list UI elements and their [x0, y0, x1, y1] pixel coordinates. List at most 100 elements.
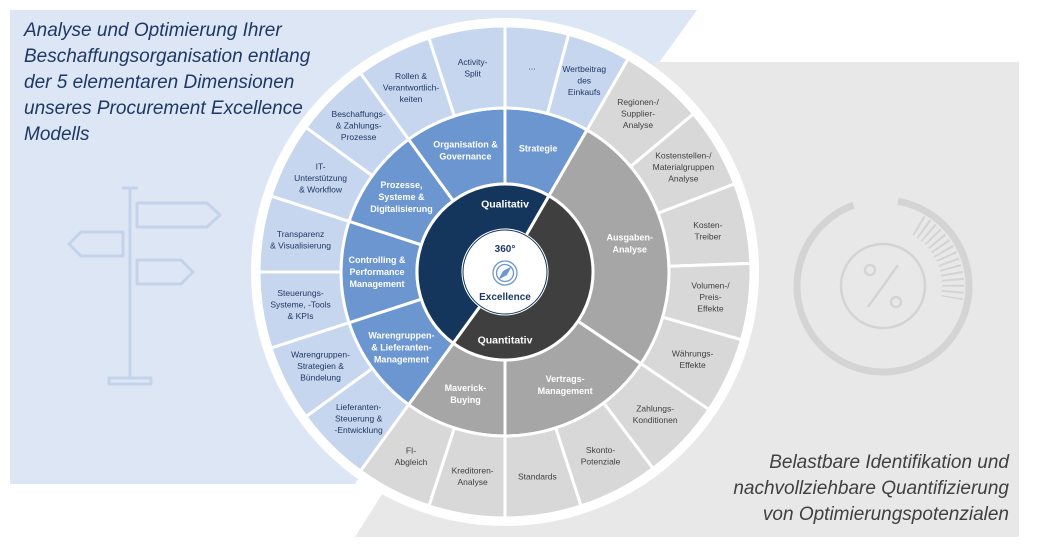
item-label-line: -Entwicklung	[335, 425, 383, 435]
dimension-label: Warengruppen- & Lieferanten- Management	[368, 330, 434, 364]
dimension-label: Vertrags- Management	[538, 374, 593, 396]
item-label: FI-Abgleich	[395, 446, 428, 468]
left-headline: Analyse und Optimierung Ihrer Beschaffun…	[24, 20, 311, 145]
item-label-line: Preis-	[699, 292, 721, 302]
qualitativ-label: Qualitativ	[481, 199, 529, 211]
item-label-line: Analyse	[457, 477, 488, 487]
item-label: Lieferanten-Steuerung &-Entwicklung	[335, 402, 383, 435]
item-label-line: Materialgruppen	[653, 162, 715, 172]
item-label-line: Abgleich	[395, 457, 428, 467]
item-label-line: Steuerung &	[335, 413, 383, 423]
item-label-line: Effekte	[697, 304, 724, 314]
right-headline: Belastbare Identifikation und nachvollzi…	[733, 452, 1009, 525]
center-subtitle: Excellence	[479, 292, 531, 303]
item-label-line: Verantwortlich-	[383, 83, 439, 93]
item-label-line: Prozesse	[341, 132, 377, 142]
item-label-line: Zahlungs-	[636, 404, 674, 414]
item-label-line: keiten	[400, 94, 423, 104]
dimension-label-line: Analyse	[612, 244, 647, 254]
item-label-line: Analyse	[668, 173, 699, 183]
item-label: Kosten-Treiber	[693, 220, 722, 242]
item-label-line: Konditionen	[633, 415, 678, 425]
item-label: Warengruppen- Strategien &Bündelung	[291, 349, 350, 382]
dimension-label: Organisation & Governance	[433, 139, 498, 161]
item-label-line: & KPIs	[288, 311, 314, 321]
item-label-line: Potenziale	[581, 456, 621, 466]
center-title: 360°	[495, 244, 516, 255]
item-label: Activity-Split	[458, 57, 488, 79]
item-label-line: Split	[464, 68, 481, 78]
percent-ring-icon	[793, 197, 973, 376]
dimension-label: Maverick- Buying	[445, 383, 487, 405]
dimension-organisation: Organisation & Governance Rollen & Verantwo…	[358, 24, 507, 203]
item-label: Zahlungs-Konditionen	[633, 404, 678, 426]
center-core: 360° Excellence	[462, 229, 548, 315]
item-label-line: Warengruppen-	[291, 349, 350, 359]
dimension-label-line: Vertrags-	[546, 374, 585, 384]
dimension-warengruppen: Warengruppen-& Lieferanten-ManagementLie…	[269, 297, 456, 474]
item-label-line: Unterstützung	[294, 173, 347, 183]
quantitativ-label-line: Quantitativ	[478, 335, 533, 347]
item-label-line: Beschaffungs-	[332, 109, 386, 119]
qualitativ-label-line: Qualitativ	[481, 199, 529, 211]
item-label-line: Steuerungs-	[277, 288, 323, 298]
dimension-label: Strategie	[519, 144, 558, 154]
item-label-line: Kreditoren-	[452, 466, 494, 476]
quantitativ-label: Quantitativ	[478, 335, 533, 347]
dimension-label-line: Management	[538, 386, 593, 396]
dimension-label: Ausgaben- Analyse	[606, 232, 653, 254]
item-label: ...	[528, 62, 535, 72]
dimension-label-line: Management	[349, 279, 404, 289]
item-segment	[427, 24, 507, 118]
item-label-line: Strategien &	[297, 361, 344, 371]
item-label-line: Bündelung	[300, 372, 341, 382]
item-label-line: Activity-	[458, 57, 488, 67]
item-label: Standards	[518, 471, 557, 481]
item-label: IT-Unterstützung& Workflow	[294, 161, 347, 194]
item-label-line: Standards	[518, 471, 557, 481]
dimension-label-line: Maverick-	[445, 383, 487, 393]
item-label: Skonto-Potenziale	[581, 445, 621, 467]
item-label-line: Effekte	[679, 360, 706, 370]
item-label: Kreditoren-Analyse	[452, 466, 494, 488]
item-label: Währungs-Effekte	[672, 349, 714, 371]
item-label-line: Kostenstellen-/	[655, 150, 712, 160]
dimension-label-line: Buying	[450, 395, 481, 405]
item-label-line: Analyse	[623, 120, 654, 130]
dimension-label-line: Organisation &	[433, 139, 498, 149]
item-label-line: & Visualisierung	[270, 240, 331, 250]
dimension-label-line: Performance	[349, 267, 404, 277]
item-label-line: Kosten-	[693, 220, 722, 230]
item-label-line: ...	[528, 62, 535, 72]
item-label-line: Systeme, -Tools	[270, 299, 330, 309]
dimension-label-line: Strategie	[519, 144, 558, 154]
item-label: Volumen-/Preis-Effekte	[691, 281, 730, 314]
item-label: Regionen-/Supplier- Analyse	[617, 97, 659, 130]
dimension-label-line: Ausgaben-	[606, 232, 653, 242]
item-label: Steuerungs-Systeme, -Tools & KPIs	[270, 288, 330, 321]
item-label-line: & Zahlungs-	[336, 121, 382, 131]
dimension-label-line: & Lieferanten-	[371, 342, 432, 352]
item-label-line: Regionen-/	[617, 97, 659, 107]
dimension-label-line: Warengruppen-	[368, 330, 434, 340]
item-label-line: Rollen &	[395, 71, 427, 81]
item-label-line: Treiber	[695, 231, 722, 241]
item-label: Transparenz& Visualisierung	[270, 229, 331, 251]
dimension-label-line: Digitalisierung	[370, 204, 433, 214]
dimension-label-line: Prozesse,	[380, 180, 422, 190]
dimension-label-line: Governance	[439, 151, 491, 161]
item-label-line: Supplier-	[621, 108, 655, 118]
signpost-icon	[67, 186, 222, 386]
dimension-ausgaben: Ausgaben- Analyse Regionen-/Supplier- Analy…	[546, 56, 753, 412]
dimension-label-line: Systeme &	[378, 192, 425, 202]
dimension-label-line: Management	[374, 354, 429, 364]
